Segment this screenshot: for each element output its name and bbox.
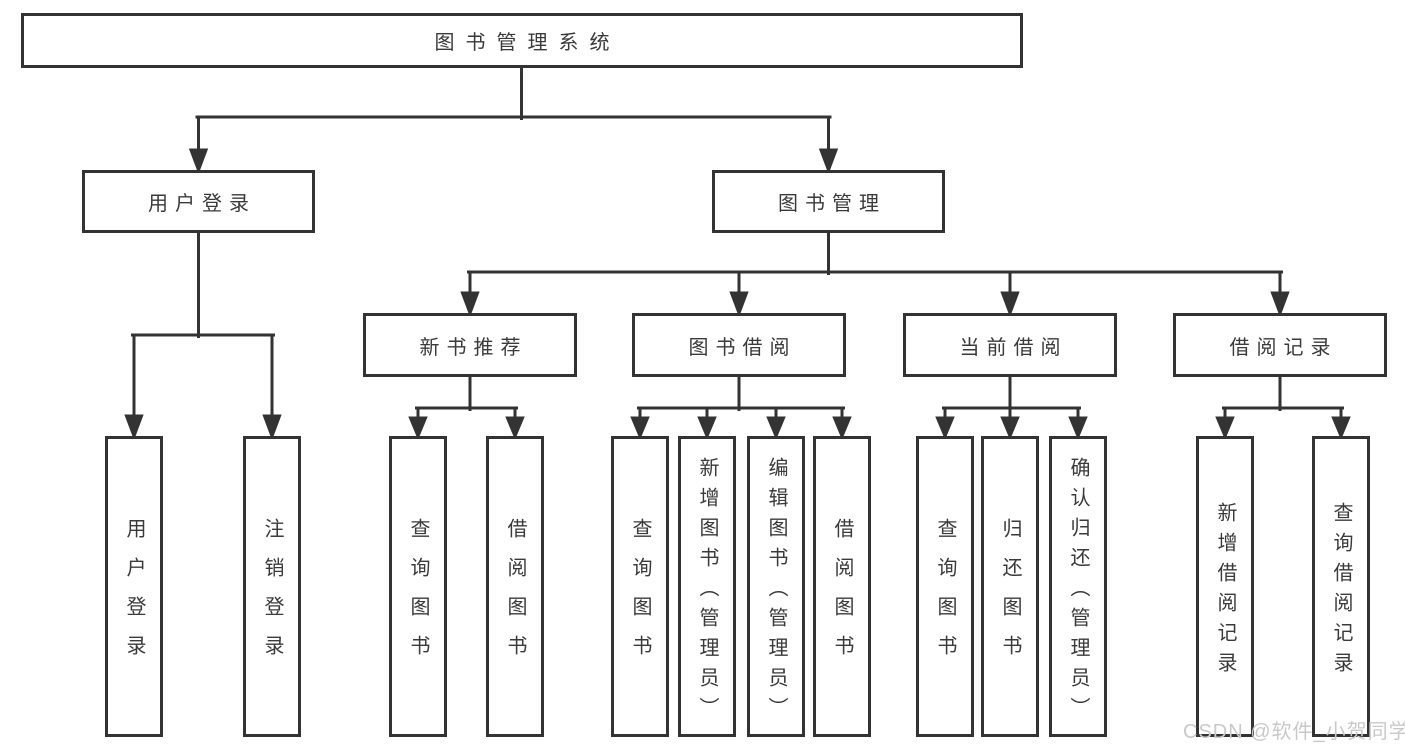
- node-bb-edit-books-admin-label: 编辑图书（管理员）: [765, 456, 787, 727]
- arrowhead: [818, 148, 839, 175]
- node-user-login-group-label: 用户登录: [148, 193, 256, 215]
- node-bb-add-books-admin-label: 新增图书（管理员）: [696, 456, 718, 727]
- node-new-book-recommend: 新书推荐: [363, 313, 577, 377]
- node-logout: 注销登录: [243, 436, 301, 737]
- arrowhead: [1000, 291, 1020, 318]
- node-book-management-label: 图书管理: [778, 193, 886, 215]
- arrowhead: [1331, 416, 1351, 440]
- arrowhead: [408, 416, 428, 440]
- node-bb-add-books-admin: 新增图书（管理员）: [678, 436, 736, 737]
- node-cb-confirm-return-admin: 确认归还（管理员）: [1049, 436, 1107, 737]
- arrowhead: [1000, 416, 1020, 440]
- node-br-query-record: 查询借阅记录: [1312, 436, 1370, 737]
- node-nbr-borrow-books-label: 借阅图书: [504, 518, 526, 674]
- arrowhead: [505, 416, 525, 440]
- node-cb-query-books-label: 查询图书: [934, 518, 956, 674]
- node-bb-edit-books-admin: 编辑图书（管理员）: [747, 436, 805, 737]
- node-library-system: 图书管理系统: [21, 13, 1023, 68]
- node-user-login-group: 用户登录: [82, 170, 315, 233]
- arrowhead: [766, 416, 786, 440]
- node-br-query-record-label: 查询借阅记录: [1330, 501, 1352, 682]
- arrowhead: [1215, 416, 1235, 440]
- arrowhead: [188, 148, 209, 175]
- node-book-borrowing: 图书借阅: [632, 313, 846, 377]
- arrowhead: [630, 416, 650, 440]
- node-nbr-query-books: 查询图书: [389, 436, 447, 737]
- arrowhead: [729, 291, 749, 318]
- node-bb-borrow-books-label: 借阅图书: [831, 518, 853, 674]
- arrowhead: [697, 416, 717, 440]
- node-cb-confirm-return-admin-label: 确认归还（管理员）: [1067, 456, 1089, 727]
- node-nbr-query-books-label: 查询图书: [407, 518, 429, 674]
- node-nbr-borrow-books: 借阅图书: [486, 436, 544, 737]
- node-logout-label: 注销登录: [261, 518, 283, 674]
- node-current-borrowing: 当前借阅: [903, 313, 1117, 377]
- node-library-system-label: 图书管理系统: [434, 32, 621, 54]
- node-borrowing-records-label: 借阅记录: [1229, 336, 1338, 359]
- node-br-add-record-label: 新增借阅记录: [1214, 501, 1236, 682]
- node-book-management: 图书管理: [712, 170, 945, 233]
- arrowhead: [124, 414, 144, 441]
- arrowhead: [1270, 291, 1290, 318]
- node-bb-borrow-books: 借阅图书: [813, 436, 871, 737]
- node-cb-query-books: 查询图书: [916, 436, 974, 737]
- arrowhead: [935, 416, 955, 440]
- node-bb-query-books-label: 查询图书: [629, 518, 651, 674]
- node-user-login: 用户登录: [105, 436, 163, 737]
- arrowhead: [832, 416, 852, 440]
- node-borrowing-records: 借阅记录: [1173, 313, 1387, 377]
- node-cb-return-books: 归还图书: [981, 436, 1039, 737]
- arrowhead: [460, 291, 480, 318]
- node-bb-query-books: 查询图书: [611, 436, 669, 737]
- arrowhead: [1068, 416, 1088, 440]
- watermark: CSDN @软件_小贺同学: [1183, 721, 1405, 743]
- node-current-borrowing-label: 当前借阅: [959, 336, 1068, 359]
- node-book-borrowing-label: 图书借阅: [688, 336, 797, 359]
- node-br-add-record: 新增借阅记录: [1196, 436, 1254, 737]
- node-user-login-label: 用户登录: [123, 518, 145, 674]
- node-cb-return-books-label: 归还图书: [999, 518, 1021, 674]
- node-new-book-recommend-label: 新书推荐: [419, 336, 528, 359]
- arrowhead: [262, 414, 282, 441]
